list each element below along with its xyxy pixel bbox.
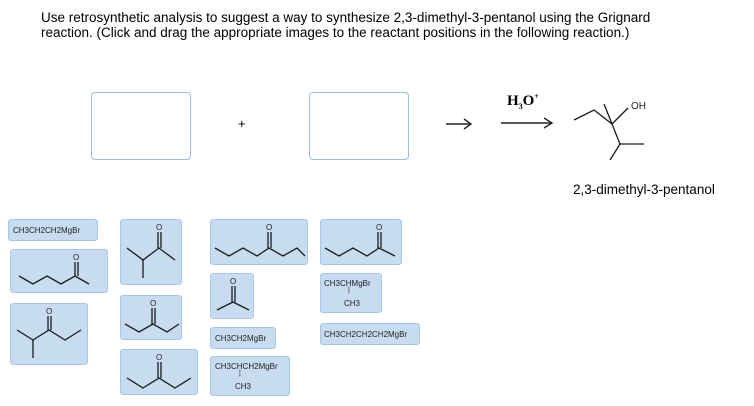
tile-3-methyl-2-butanone[interactable]: O — [120, 219, 182, 285]
product-oh-label: OH — [631, 101, 646, 112]
structure-acetone: O — [216, 277, 250, 311]
plus-sign: + — [238, 116, 246, 131]
workup-arrow-icon — [501, 117, 554, 129]
oxygen-label: O — [156, 223, 162, 232]
product-structure: OH — [573, 101, 646, 161]
question-text: Use retrosynthetic analysis to suggest a… — [41, 10, 741, 40]
branch-bond-icon: | — [348, 287, 350, 294]
formula-ethyl-mgbr: CH3CH2MgBr — [215, 334, 267, 343]
reaction-arrow-icon — [446, 118, 473, 130]
question-line-2: reaction. (Click and drag the appropriat… — [41, 25, 630, 40]
structure-3-methyl-2-butanone: O — [126, 223, 176, 278]
tile-butylmagnesium-bromide[interactable]: CH3CH2CH2CH2MgBr — [320, 323, 420, 345]
tile-3-hexanone[interactable]: O — [320, 219, 402, 265]
formula-isopropyl-mgbr: CH3CHMgBr — [324, 279, 371, 288]
structure-2-methyl-3-pentanone: O — [16, 307, 82, 358]
structure-2-hexanone: O — [18, 253, 90, 285]
oxygen-label: O — [156, 353, 162, 362]
oxygen-label: O — [73, 253, 79, 262]
structure-3-pentanone: O — [126, 353, 192, 389]
reactant-drop-zone-1[interactable] — [91, 92, 191, 160]
structure-2-butanone: O — [124, 299, 180, 333]
oxygen-label: O — [376, 223, 382, 232]
reagent-o: O — [522, 93, 535, 109]
tile-2-butanone[interactable]: O — [120, 295, 182, 340]
branch-bond-icon: | — [239, 370, 241, 377]
tile-isobutylmagnesium-bromide[interactable]: CH3CHCH2MgBr | CH3 — [210, 356, 290, 396]
reagent-h3o: H3O+ — [507, 92, 539, 111]
tile-acetone[interactable]: O — [210, 273, 254, 319]
tile-4-heptanone[interactable]: O — [210, 219, 308, 265]
structure-3-hexanone: O — [324, 223, 396, 257]
formula-propyl-mgbr: CH3CH2CH2MgBr — [13, 226, 81, 235]
formula-isopropyl-branch: CH3 — [344, 299, 361, 308]
tile-isopropylmagnesium-bromide[interactable]: CH3CHMgBr | CH3 — [320, 273, 382, 313]
oxygen-label: O — [46, 307, 52, 316]
reagent-superscript: + — [534, 92, 539, 101]
tile-2-methyl-3-pentanone[interactable]: O — [10, 303, 88, 365]
reagent-h: H — [507, 93, 519, 109]
oxygen-label: O — [266, 223, 272, 232]
tile-propylmagnesium-bromide[interactable]: CH3CH2CH2MgBr — [8, 219, 98, 241]
oxygen-label: O — [150, 299, 156, 308]
tile-2-hexanone[interactable]: O — [10, 249, 108, 293]
tile-3-pentanone[interactable]: O — [120, 349, 198, 395]
formula-isobutyl-mgbr: CH3CHCH2MgBr — [215, 362, 278, 371]
structure-4-heptanone: O — [214, 223, 306, 257]
reagent-subscript: 3 — [518, 102, 523, 111]
oxygen-label: O — [230, 277, 236, 286]
reactant-drop-zone-2[interactable] — [309, 92, 409, 160]
formula-isobutyl-branch: CH3 — [235, 382, 252, 391]
tile-ethylmagnesium-bromide[interactable]: CH3CH2MgBr — [210, 327, 276, 349]
formula-butyl-mgbr: CH3CH2CH2CH2MgBr — [324, 330, 408, 339]
question-line-1: Use retrosynthetic analysis to suggest a… — [41, 10, 651, 25]
product-name: 2,3-dimethyl-3-pentanol — [573, 182, 715, 197]
